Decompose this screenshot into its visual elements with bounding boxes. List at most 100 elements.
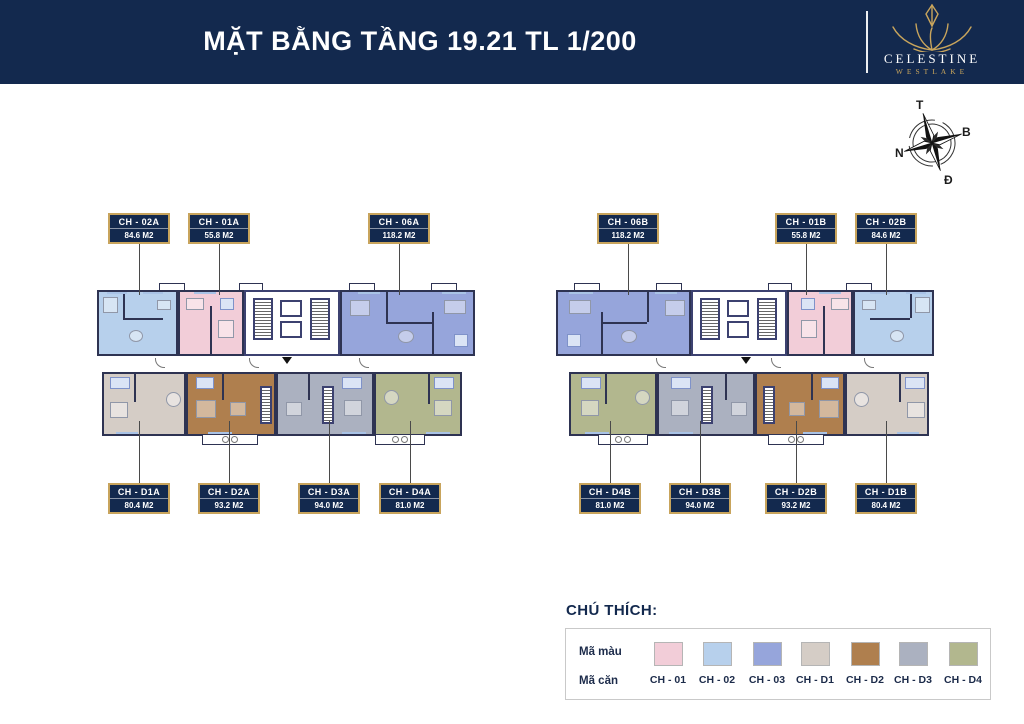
- window: [107, 292, 127, 294]
- unit-label-d3b: CH - D3B 94.0 M2: [669, 483, 731, 514]
- unit-label-d4a: CH - D4A 81.0 M2: [379, 483, 441, 514]
- interior-wall: [899, 374, 901, 402]
- furniture: [731, 402, 747, 416]
- balcony-planter: [615, 436, 622, 443]
- unit-area: 80.4 M2: [871, 501, 901, 510]
- unit-label-d2a: CH - D2A 93.2 M2: [198, 483, 260, 514]
- furniture: [444, 300, 466, 314]
- window: [870, 292, 890, 294]
- interior-wall: [870, 318, 910, 320]
- balcony-planter: [222, 436, 229, 443]
- unit-area: 55.8 M2: [791, 231, 821, 240]
- unit-label-ch01b: CH - 01B 55.8 M2: [775, 213, 837, 244]
- furniture: [581, 400, 599, 416]
- window: [194, 292, 216, 294]
- interior-wall: [134, 374, 136, 402]
- legend-color-row-label: Mã màu: [579, 646, 622, 658]
- furniture: [789, 402, 805, 416]
- elevator: [727, 321, 749, 338]
- unit-label-ch06a: CH - 06A 118.2 M2: [368, 213, 430, 244]
- leader-line: [139, 241, 140, 295]
- unit-d4b: [569, 372, 657, 436]
- window: [442, 292, 466, 294]
- tower-a-plan: [97, 283, 475, 445]
- legend-swatch-d3: [899, 642, 928, 666]
- balcony: [202, 434, 258, 445]
- furniture: [907, 402, 925, 418]
- compass-label-north: T: [916, 98, 924, 112]
- brand-subtitle: WESTLAKE: [895, 67, 969, 76]
- unit-area: 55.8 M2: [204, 231, 234, 240]
- tower-b-top-wing: [556, 290, 934, 356]
- unit-label-ch06b: CH - 06B 118.2 M2: [597, 213, 659, 244]
- interior-wall: [725, 374, 727, 400]
- lotus-logo-icon: [892, 3, 972, 52]
- furniture: [819, 400, 839, 418]
- leader-line: [229, 421, 230, 483]
- interior-wall: [428, 374, 430, 404]
- header-divider: [866, 11, 868, 73]
- interior-wall: [432, 312, 434, 354]
- leader-line: [399, 241, 400, 295]
- leader-line: [139, 421, 140, 483]
- window: [669, 432, 693, 434]
- window: [585, 432, 609, 434]
- window: [116, 432, 138, 434]
- unit-area: 81.0 M2: [595, 501, 625, 510]
- unit-ch02b: [853, 290, 934, 356]
- furniture: [350, 300, 370, 316]
- balcony-planter: [392, 436, 399, 443]
- unit-area: 80.4 M2: [124, 501, 154, 510]
- page-title: MẶT BẰNG TẦNG 19.21 TL 1/200: [203, 26, 637, 56]
- unit-d3b: [657, 372, 755, 436]
- balcony-planter: [788, 436, 795, 443]
- furniture: [862, 300, 876, 310]
- unit-label-ch02b: CH - 02B 84.6 M2: [855, 213, 917, 244]
- legend-swatch-d2: [851, 642, 880, 666]
- door-arc: [155, 358, 165, 368]
- compass-rose: T B N Đ: [893, 95, 977, 190]
- leader-line: [886, 241, 887, 295]
- legend-code: CH - D4: [944, 674, 982, 686]
- unit-code: CH - 02B: [857, 215, 915, 229]
- unit-area: 118.2 M2: [382, 231, 416, 240]
- bathroom: [110, 377, 130, 389]
- spiral-stair: [854, 392, 869, 407]
- spiral-stair: [166, 392, 181, 407]
- unit-code: CH - D1A: [110, 485, 168, 499]
- legend-code-row-label: Mã căn: [579, 675, 618, 687]
- staircase: [260, 386, 272, 424]
- unit-code: CH - 01A: [190, 215, 248, 229]
- unit-ch01a: [178, 290, 244, 356]
- legend-code: CH - 03: [748, 674, 786, 686]
- legend-code: CH - D3: [894, 674, 932, 686]
- interior-wall: [386, 292, 388, 322]
- tower-b-bottom-wing: [569, 372, 929, 436]
- unit-code: CH - 02A: [110, 215, 168, 229]
- window: [819, 292, 841, 294]
- unit-label-ch01a: CH - 01A 55.8 M2: [188, 213, 250, 244]
- furniture: [129, 330, 143, 342]
- unit-code: CH - D3A: [300, 485, 358, 499]
- elevator: [280, 300, 302, 317]
- unit-ch06b: [556, 290, 691, 356]
- unit-code: CH - D4B: [581, 485, 639, 499]
- legend-swatch-d4: [949, 642, 978, 666]
- core-lobby: [244, 290, 340, 356]
- unit-label-d3a: CH - D3A 94.0 M2: [298, 483, 360, 514]
- unit-label-d1a: CH - D1A 80.4 M2: [108, 483, 170, 514]
- legend-swatch-ch03: [753, 642, 782, 666]
- unit-area: 81.0 M2: [395, 501, 425, 510]
- bathroom: [905, 377, 925, 389]
- unit-area: 84.6 M2: [871, 231, 901, 240]
- elevator: [280, 321, 302, 338]
- window: [655, 292, 677, 294]
- unit-area: 118.2 M2: [611, 231, 645, 240]
- staircase: [763, 386, 775, 424]
- furniture: [569, 300, 591, 314]
- unit-d3a: [276, 372, 374, 436]
- interior-wall: [601, 312, 603, 354]
- compass-label-east: B: [962, 125, 971, 139]
- window: [208, 432, 232, 434]
